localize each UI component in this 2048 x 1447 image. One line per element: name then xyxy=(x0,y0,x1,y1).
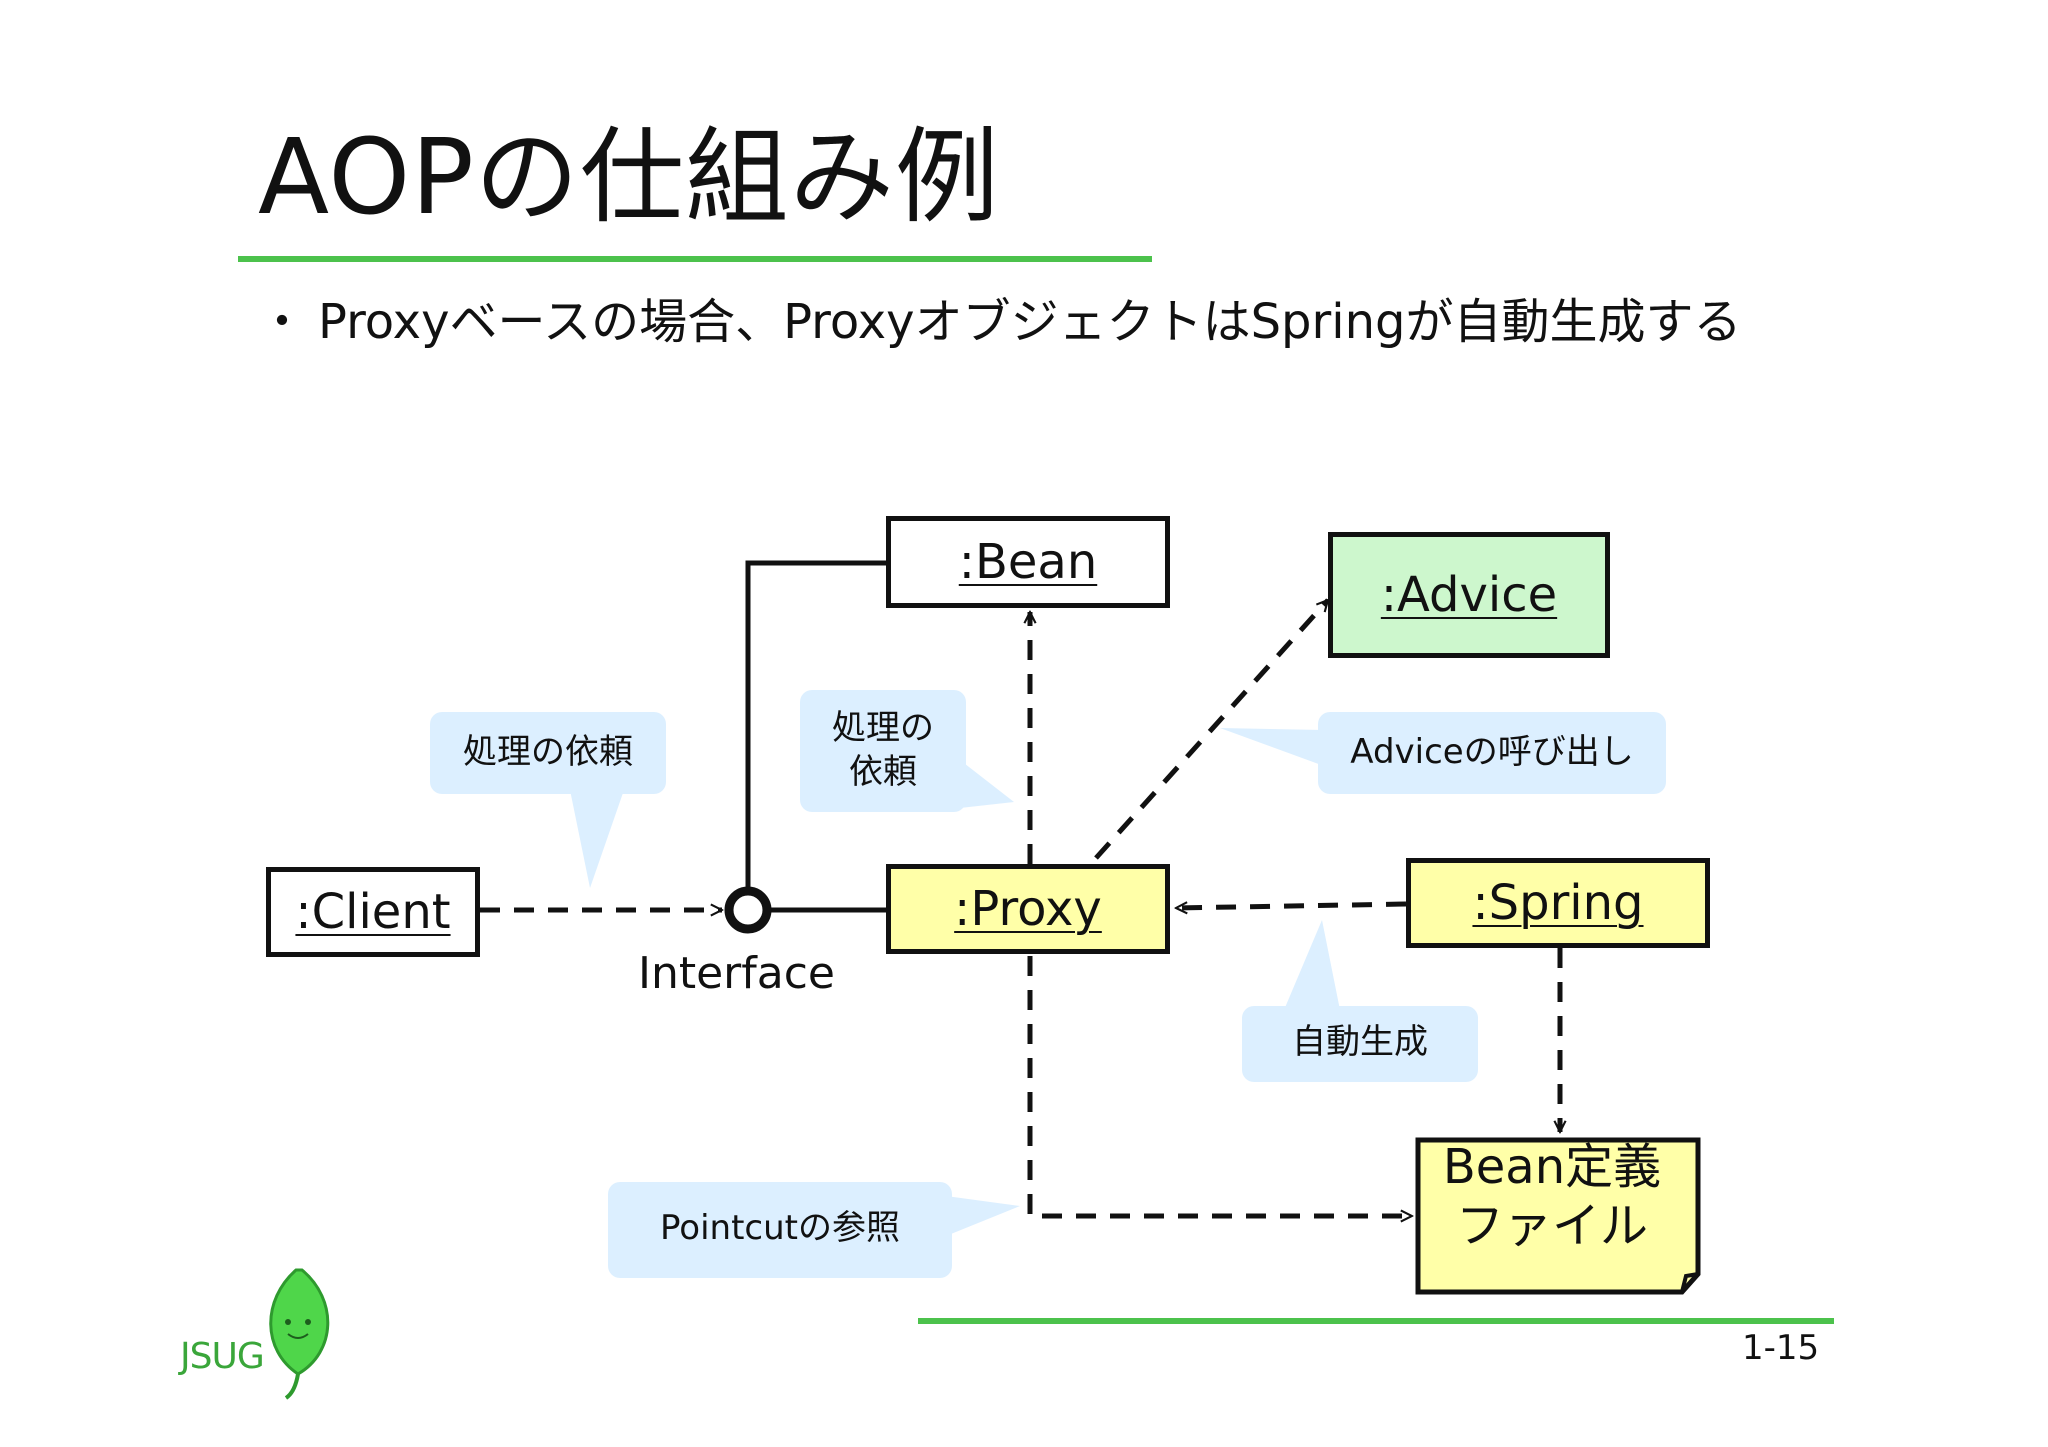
bullet-text: Proxyベースの場合、ProxyオブジェクトはSpringが自動生成する xyxy=(318,294,1742,350)
bean-definition-line2: ファイル xyxy=(1455,1197,1648,1254)
callout-proxy-request-line1: 処理の xyxy=(832,708,934,748)
arrow-proxy-beandef xyxy=(1027,956,1412,1216)
bullet-item: ・Proxyベースの場合、ProxyオブジェクトはSpringが自動生成する xyxy=(258,282,1741,352)
callout-pointcut-ref xyxy=(608,1182,1020,1278)
proxy-object-label: :Proxy xyxy=(954,881,1102,937)
client-object: :Client xyxy=(266,867,480,957)
page-title: AOPの仕組み例 xyxy=(258,116,1000,238)
callout-advice-call xyxy=(1220,712,1666,794)
interface-circle xyxy=(724,886,772,934)
callout-auto-generate-text: 自動生成 xyxy=(1292,1022,1428,1062)
footer-underline xyxy=(918,1318,1834,1324)
advice-object-label: :Advice xyxy=(1380,567,1558,623)
bean-definition-label: Bean定義 ファイル xyxy=(1416,1138,1688,1255)
proxy-object: :Proxy xyxy=(886,864,1170,954)
arrow-proxy-advice xyxy=(1094,600,1330,860)
interface-label: Interface xyxy=(638,948,835,999)
callout-proxy-request xyxy=(800,690,1014,812)
bean-object-label: :Bean xyxy=(958,534,1098,590)
callout-proxy-request-text: 処理の 依頼 xyxy=(800,706,966,794)
bullet-marker: ・ xyxy=(258,294,307,350)
advice-object: :Advice xyxy=(1328,532,1610,658)
arrow-spring-proxy xyxy=(1176,904,1407,908)
callout-client-request-text: 処理の依頼 xyxy=(463,732,633,772)
title-underline xyxy=(238,256,1152,262)
bean-definition-line1: Bean定義 xyxy=(1442,1139,1662,1195)
callout-client-request xyxy=(430,712,666,888)
client-object-label: :Client xyxy=(295,884,451,940)
callout-advice-call-text: Adviceの呼び出し xyxy=(1350,732,1634,772)
line-bean-interface xyxy=(745,560,888,896)
logo-text: JSUG xyxy=(180,1336,265,1377)
leaf-mascot-icon xyxy=(269,1268,330,1400)
spring-object-label: :Spring xyxy=(1472,875,1644,931)
callout-pointcut-ref-text: Pointcutの参照 xyxy=(660,1208,900,1248)
callout-proxy-request-line2: 依頼 xyxy=(849,752,917,793)
spring-object: :Spring xyxy=(1406,858,1710,948)
callout-auto-generate xyxy=(1242,920,1478,1082)
page-number: 1-15 xyxy=(1742,1328,1820,1368)
bean-definition-note xyxy=(1415,1137,1701,1295)
bean-object: :Bean xyxy=(886,516,1170,608)
